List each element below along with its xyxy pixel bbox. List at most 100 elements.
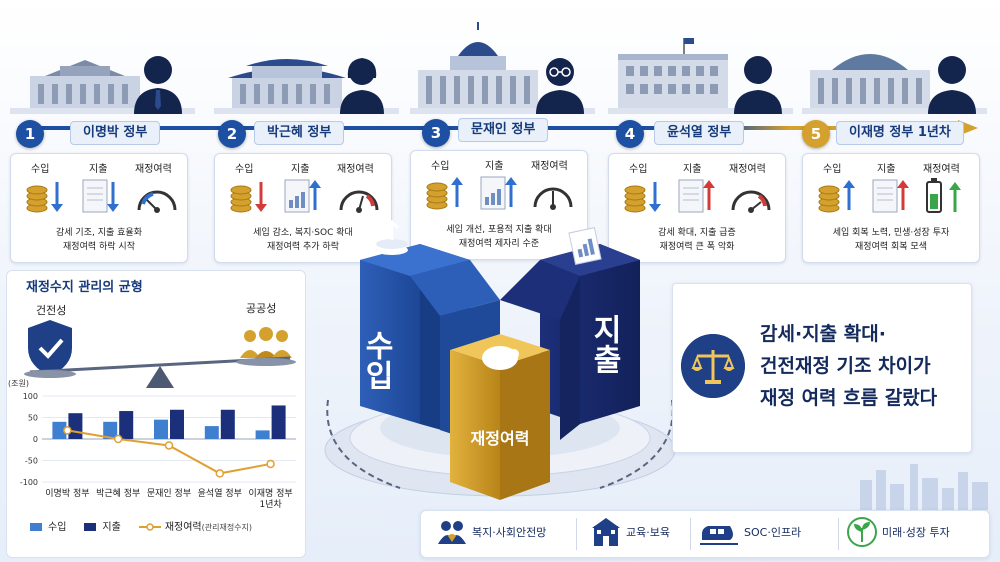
gauge-icon [137, 190, 177, 213]
x-tick-label: 이재명 정부 [248, 488, 292, 499]
gauge-icon [533, 187, 573, 210]
battery-up-icon [926, 178, 961, 213]
balance-scale [24, 320, 296, 388]
scales-of-justice-icon [681, 334, 745, 398]
report-document-icon [568, 227, 602, 265]
train-icon [700, 526, 738, 545]
document-up-icon [872, 179, 909, 213]
national-assembly-building-icon [410, 22, 595, 114]
category-soc: SOC·인프라 [744, 526, 802, 539]
coins-up-icon [426, 177, 463, 210]
capacity-line [67, 429, 271, 475]
era-number: 5 [802, 120, 830, 148]
pillar-capacity-label: 재정여력 [471, 429, 530, 448]
divider [838, 518, 839, 550]
capacity-point [113, 434, 123, 444]
label-capacity: 재정여력 [729, 164, 766, 175]
era-5: 5 이재명 정부 1년차 수입 지출 재정여력 세입 회복 노력, 민생·성장 … [802, 8, 987, 263]
blue-house-building-icon [214, 58, 399, 114]
label-expense: 지출 [89, 164, 108, 175]
legend-capacity-note: (관리재정수지) [201, 523, 253, 532]
era-card: 수입 지출 재정여력 감세 기조, 지출 효율화 재정여력 하락 시작 [10, 153, 188, 263]
era-card: 수입 지출 재정여력 세입 감소, 복지·SOC 확대 재정여력 추가 하락 [214, 153, 392, 263]
bar-expense [271, 405, 286, 439]
x-tick-label: 박근혜 정부 [96, 487, 140, 499]
y-tick-label: 100 [23, 392, 38, 401]
chart-up-icon [284, 179, 321, 213]
coins-up-icon [818, 180, 855, 213]
cycle-arrow-left [326, 399, 401, 489]
capacity-point [63, 426, 72, 435]
desc-line: 감세 기조, 지출 효율화 [56, 228, 142, 238]
desc-line: 재정여력 큰 폭 악화 [659, 242, 735, 252]
legend-revenue-label: 수입 [48, 522, 67, 533]
yongsan-office-building-icon [608, 38, 793, 114]
bar-revenue [52, 421, 67, 439]
era-number: 1 [16, 120, 44, 148]
pillar-revenue-label: 수입 [359, 330, 394, 390]
bar-expense [220, 409, 235, 439]
label-capacity: 재정여력 [531, 161, 568, 172]
label-capacity: 재정여력 [337, 164, 374, 175]
label-expense: 지출 [291, 164, 310, 175]
label-revenue: 수입 [235, 164, 254, 175]
coins-down-icon [230, 182, 267, 213]
era-number: 2 [218, 120, 246, 148]
x-tick-label: 윤석열 정부 [198, 488, 242, 499]
bar-expense [170, 409, 184, 439]
gauge-icon [731, 190, 771, 213]
bar-revenue [204, 426, 219, 439]
y-tick-label: 0 [33, 435, 38, 444]
era-number: 4 [616, 120, 644, 148]
legend-expense: 지출 [84, 518, 121, 533]
era-description: 감세 기조, 지출 효율화 재정여력 하락 시작 [15, 226, 183, 254]
era-description: 세입 개선, 포용적 지출 확대 재정여력 제자리 수준 [415, 223, 583, 251]
era-3: 3 문재인 정부 수입 지출 재정여력 세입 개선, 포용적 지출 확대 재정여… [410, 8, 595, 263]
chart-legend: 수입 지출 재정여력(관리재정수지) [30, 518, 252, 533]
document-down-icon [82, 179, 119, 213]
people-group-icon [240, 327, 292, 360]
desc-line: 세입 회복 노력, 민생·성장 투자 [832, 228, 950, 238]
bar-expense [68, 413, 83, 439]
label-expense: 지출 [683, 164, 702, 175]
label-capacity: 재정여력 [135, 164, 172, 175]
era-name: 윤석열 정부 [654, 121, 745, 145]
legend-capacity: 재정여력(관리재정수지) [138, 518, 253, 533]
desc-line: 재정여력 제자리 수준 [458, 239, 540, 249]
headline-text: 감세·지출 확대· 건전재정 기조 차이가 재정 여력 흐름 갈랐다 [760, 323, 938, 409]
bar-expense [119, 411, 134, 439]
era-description: 감세 확대, 지출 급증 재정여력 큰 폭 악화 [613, 226, 781, 254]
label-revenue: 수입 [629, 164, 648, 175]
bar-revenue [255, 430, 270, 439]
capacity-point [266, 459, 275, 469]
y-tick-label: -100 [20, 478, 38, 487]
x-tick-label: 이명박 정부 [45, 488, 89, 499]
legend-capacity-label: 재정여력 [164, 522, 202, 533]
era-2: 2 박근혜 정부 수입 지출 재정여력 세입 감소, 복지·SOC 확대 재정여… [214, 8, 399, 263]
national-assembly-dome-icon [802, 54, 987, 114]
balance-panel [6, 270, 306, 558]
category-welfare: 복지·사회안전망 [472, 526, 547, 539]
publicness-label: 공공성 [246, 302, 277, 315]
desc-line: 감세 확대, 지출 급증 [658, 228, 736, 238]
y-tick-label: -50 [25, 457, 38, 466]
era-name: 박근혜 정부 [254, 121, 345, 145]
era-1: 1 이명박 정부 수입 지출 재정여력 감세 기조, 지출 효율화 재정여력 하… [10, 8, 195, 263]
label-expense: 지출 [877, 164, 896, 175]
desc-line: 재정여력 추가 하락 [267, 242, 339, 252]
era-card: 수입 지출 재정여력 감세 확대, 지출 급증 재정여력 큰 폭 악화 [608, 153, 786, 263]
category-growth: 미래·성장 투자 [882, 526, 950, 539]
label-revenue: 수입 [823, 164, 842, 175]
desc-line: 세입 감소, 복지·SOC 확대 [253, 228, 353, 238]
bar-revenue [103, 421, 118, 439]
balance-title: 재정수지 관리의 균형 [26, 280, 143, 295]
label-revenue: 수입 [431, 161, 450, 172]
blue-house-building-icon [10, 56, 195, 114]
desc-line: 세입 개선, 포용적 지출 확대 [446, 225, 552, 235]
desc-line: 재정여력 하락 시작 [63, 242, 135, 252]
era-number: 3 [422, 119, 450, 147]
divider [690, 518, 691, 550]
document-up-icon [678, 179, 715, 213]
shield-check-icon [28, 320, 72, 376]
